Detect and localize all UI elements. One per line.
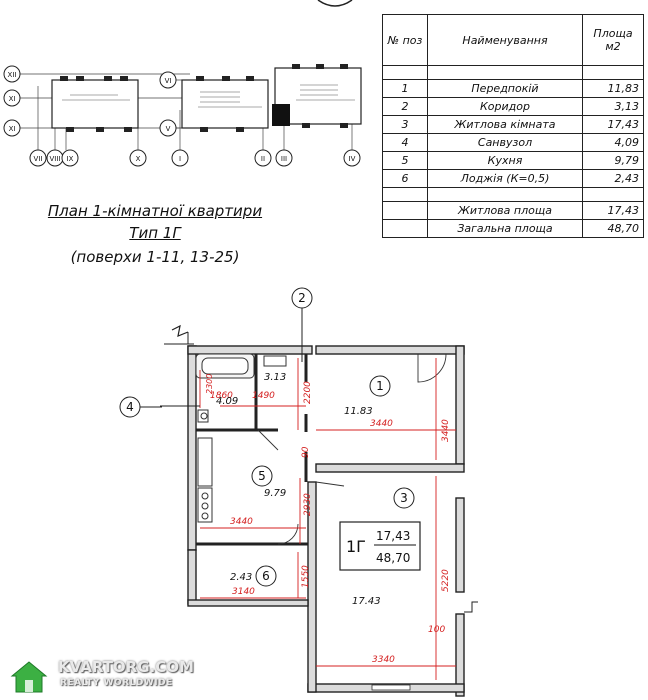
site-plan: XII XI XI VII VIII IX X VI V I II III IV xyxy=(3,0,362,167)
row-name: Лоджія (К=0,5) xyxy=(427,169,583,188)
table-row: 1 Передпокій 11,83 xyxy=(382,79,644,98)
dim-5220: 5220 xyxy=(441,569,451,592)
row-num: 6 xyxy=(382,169,428,188)
watermark: KVARTORG.COM REALTY WORLDWIDE xyxy=(8,656,208,698)
room-number: 6 xyxy=(262,569,270,583)
dim-90: 90 xyxy=(301,446,311,458)
dim-3340: 3340 xyxy=(372,655,395,665)
dim-3440-hall: 3440 xyxy=(370,419,393,429)
row-area: 11,83 xyxy=(582,79,644,98)
row-num: 1 xyxy=(382,79,428,98)
type-total-area: 48,70 xyxy=(376,551,410,565)
dim-3440-vertical: 3440 xyxy=(441,419,451,442)
axis-label: IV xyxy=(349,155,356,163)
table-row: 5 Кухня 9,79 xyxy=(382,151,644,170)
table-row: 4 Санвузол 4,09 xyxy=(382,133,644,152)
dim-100: 100 xyxy=(428,625,445,635)
axis-label: III xyxy=(281,155,287,163)
plan-title-line3: (поверхи 1-11, 13-25) xyxy=(70,248,240,266)
row-name: Коридор xyxy=(427,97,583,116)
total-name: Загальна площа xyxy=(427,219,583,238)
room-area: 17.43 xyxy=(352,596,381,607)
type-code: 1Г xyxy=(346,537,366,556)
axis-label: X xyxy=(136,155,141,163)
room-area: 3.13 xyxy=(264,372,286,383)
plan-title-line1: План 1-кімнатної квартири xyxy=(47,202,263,220)
dim-2300: 2300 xyxy=(205,374,214,394)
dim-1550: 1550 xyxy=(301,565,311,588)
header-num: № поз xyxy=(382,14,428,66)
row-area: 3,13 xyxy=(582,97,644,116)
room-number: 5 xyxy=(258,469,266,483)
total-row: Житлова площа 17,43 xyxy=(382,201,644,220)
table-header-row: № поз Найменування Площа м2 xyxy=(382,14,644,66)
total-area: 17,43 xyxy=(582,201,644,220)
table-row: 3 Житлова кімната 17,43 xyxy=(382,115,644,134)
row-area: 2,43 xyxy=(582,169,644,188)
type-living-area: 17,43 xyxy=(376,529,410,543)
room-number: 3 xyxy=(400,491,408,505)
row-num: 5 xyxy=(382,151,428,170)
axis-label: VIII xyxy=(50,155,61,163)
room-area: 9.79 xyxy=(264,488,286,499)
row-area: 17,43 xyxy=(582,115,644,134)
plan-title: План 1-кімнатної квартири Тип 1Г (поверх… xyxy=(20,202,290,266)
axis-label: II xyxy=(261,155,265,163)
axis-label: V xyxy=(166,125,171,133)
dim-3440-kitchen: 3440 xyxy=(230,517,253,527)
row-name: Кухня xyxy=(427,151,583,170)
row-num: 3 xyxy=(382,115,428,134)
callout-4: 4 xyxy=(126,400,134,414)
row-name: Санвузол xyxy=(427,133,583,152)
dim-2930: 2930 xyxy=(303,493,313,516)
table-row: 6 Лоджія (К=0,5) 2,43 xyxy=(382,169,644,188)
header-area: Площа м2 xyxy=(582,14,644,66)
row-name: Житлова кімната xyxy=(427,115,583,134)
axis-label: VII xyxy=(34,155,43,163)
row-num: 2 xyxy=(382,97,428,116)
callout-4-bubble: 4 xyxy=(119,396,162,418)
dim-1490: 1490 xyxy=(252,391,275,401)
watermark-line1: KVARTORG.COM xyxy=(58,658,194,676)
row-name: Передпокій xyxy=(427,79,583,98)
axis-label: I xyxy=(179,155,181,163)
total-name: Житлова площа xyxy=(427,201,583,220)
axis-label: VI xyxy=(165,77,172,85)
row-area: 4,09 xyxy=(582,133,644,152)
floor-plan: 1860 1490 3440 3440 3140 3340 100 2200 2… xyxy=(160,287,478,697)
room-area: 11.83 xyxy=(344,406,373,417)
table-row: 2 Коридор 3,13 xyxy=(382,97,644,116)
plan-title-line2: Тип 1Г xyxy=(129,224,181,242)
room-area: 4.09 xyxy=(216,396,238,407)
house-logo-icon xyxy=(10,661,48,693)
total-area: 48,70 xyxy=(582,219,644,238)
total-row: Загальна площа 48,70 xyxy=(382,219,644,238)
axis-label: XI xyxy=(9,125,16,133)
axis-label: XI xyxy=(9,95,16,103)
axis-label: XII xyxy=(8,71,17,79)
dim-3140: 3140 xyxy=(232,587,255,597)
header-name: Найменування xyxy=(427,14,583,66)
watermark-line2: REALTY WORLDWIDE xyxy=(60,678,173,688)
room-schedule-table: № поз Найменування Площа м2 1 Передпокій… xyxy=(382,14,644,238)
dim-1860: 1860 xyxy=(210,391,233,401)
row-area: 9,79 xyxy=(582,151,644,170)
axis-label: IX xyxy=(67,155,74,163)
callout-2: 2 xyxy=(298,291,306,305)
dim-2200: 2200 xyxy=(303,381,313,404)
room-area: 2.43 xyxy=(230,572,252,583)
room-number: 1 xyxy=(376,379,384,393)
row-num: 4 xyxy=(382,133,428,152)
